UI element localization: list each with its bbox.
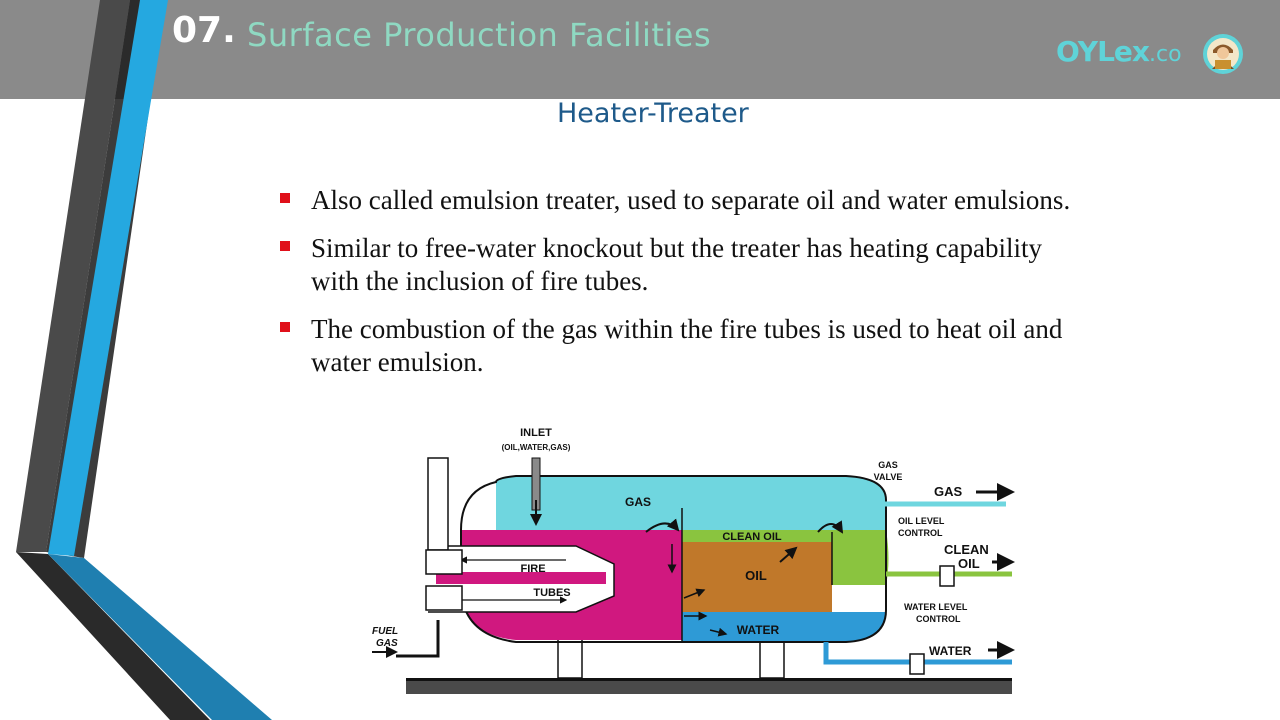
clean-oil-zone xyxy=(682,530,832,542)
bullet-square-icon xyxy=(280,241,290,251)
vessel-leg xyxy=(759,637,785,679)
bullet-text: Similar to free-water knockout but the t… xyxy=(311,233,1042,296)
fire-tubes xyxy=(428,545,615,613)
label-inlet: INLET xyxy=(520,427,552,439)
fuel-gas-line xyxy=(396,620,440,658)
label-clean-oil-out: CLEAN xyxy=(944,542,989,557)
side-decoration xyxy=(0,0,272,720)
slide-number: 07. xyxy=(172,10,236,51)
label-fuel-gas: FUEL xyxy=(372,626,398,637)
logo-tld: .co xyxy=(1148,42,1182,67)
water-outlet-line xyxy=(823,642,1012,665)
label-gas-valve: GAS xyxy=(878,460,898,470)
gas-outlet-line xyxy=(837,486,1006,507)
bullet-item: Also called emulsion treater, used to se… xyxy=(280,184,1080,217)
student-reading-avatar-icon xyxy=(1203,34,1243,74)
label-water-out: WATER xyxy=(929,644,972,658)
bullet-item: Similar to free-water knockout but the t… xyxy=(280,232,1080,298)
label-oil-level-control: CONTROL xyxy=(898,528,943,538)
label-water: WATER xyxy=(737,623,780,637)
bullet-text: Also called emulsion treater, used to se… xyxy=(311,185,1071,215)
bullet-text: The combustion of the gas within the fir… xyxy=(311,314,1063,377)
bullet-item: The combustion of the gas within the fir… xyxy=(280,313,1080,379)
water-zone xyxy=(682,612,886,642)
label-tubes: TUBES xyxy=(533,587,570,599)
label-clean-oil: CLEAN OIL xyxy=(722,531,782,543)
label-oil: OIL xyxy=(745,568,767,583)
label-water-level-control: WATER LEVEL xyxy=(904,602,968,612)
label-oil-level-control: OIL LEVEL xyxy=(898,516,945,526)
label-water-level-control: CONTROL xyxy=(916,614,961,624)
oil-zone xyxy=(682,542,832,612)
exhaust-stack xyxy=(427,457,449,551)
slide-subtitle: Heater-Treater xyxy=(557,98,749,129)
gas-zone xyxy=(496,476,886,530)
ground-base xyxy=(406,678,1012,694)
bullet-square-icon xyxy=(280,322,290,332)
label-fire: FIRE xyxy=(520,563,545,575)
water-valve xyxy=(909,653,925,675)
label-fuel-gas: GAS xyxy=(376,638,398,649)
label-gas-out: GAS xyxy=(934,484,963,499)
label-gas: GAS xyxy=(625,495,651,509)
oil-valve xyxy=(939,565,955,587)
clean-oil-outlet-zone xyxy=(832,530,889,585)
vessel-leg xyxy=(557,637,583,679)
brand-logo[interactable]: OYLex.co xyxy=(1056,33,1256,83)
logo-wordmark: OYLex.co xyxy=(1056,35,1182,68)
bullet-list: Also called emulsion treater, used to se… xyxy=(280,184,1080,394)
bullet-square-icon xyxy=(280,193,290,203)
slide-title: Surface Production Facilities xyxy=(247,16,712,54)
header-bar: 07. Surface Production Facilities OYLex.… xyxy=(0,0,1280,99)
label-clean-oil-out: OIL xyxy=(958,556,980,571)
label-inlet-sub: (OIL,WATER,GAS) xyxy=(502,443,571,452)
heater-treater-diagram: INLET (OIL,WATER,GAS) GAS GAS VALVE GAS … xyxy=(366,420,1026,700)
label-gas-valve: VALVE xyxy=(874,472,903,482)
